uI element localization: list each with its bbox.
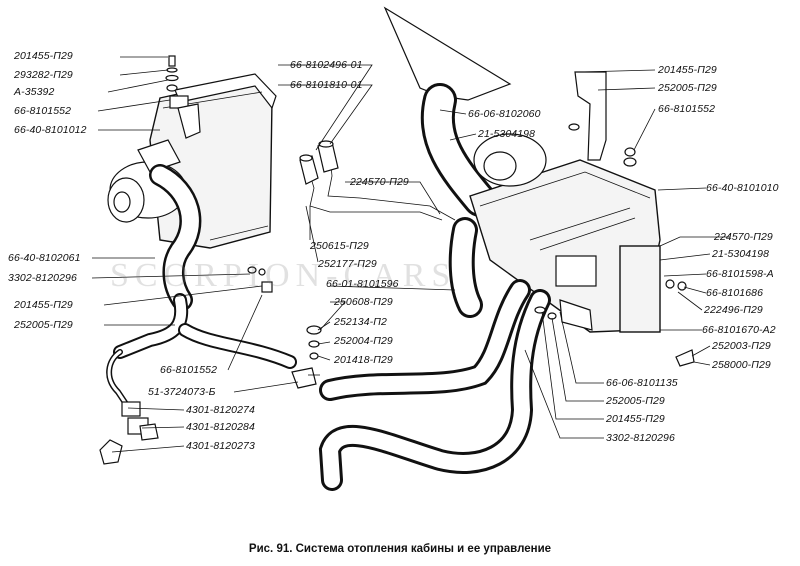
label-201455-p29-left: 201455-П29 [14,299,73,311]
label-4301-8120274: 4301-8120274 [186,404,255,416]
label-3302-8120296-left: 3302-8120296 [8,272,77,284]
label-66-06-8101135: 66-06-8101135 [606,377,678,389]
figure-caption: Рис. 91. Система отопления кабины и ее у… [248,543,552,555]
label-66-8101598-a: 66-8101598-А [706,268,774,280]
label-66-8101670-a2: 66-8101670-А2 [702,324,776,336]
label-224570-p29-right: 224570-П29 [714,231,773,243]
label-224570-p29-center: 224570-П29 [350,176,409,188]
label-21-5304198-right: 21-5304198 [712,248,770,260]
label-222496-p29: 222496-П29 [704,304,763,316]
label-252004-p29: 252004-П29 [334,335,393,347]
label-66-8101552-lower: 66-8101552 [160,364,218,376]
label-66-40-8101010: 66-40-8101010 [706,182,779,194]
label-66-8102496-01: 66-8102496-01 [290,59,363,71]
label-252005-p29-bottom: 252005-П29 [606,395,665,407]
label-252005-p29-right: 252005-П29 [658,82,717,94]
label-201418-p29: 201418-П29 [334,354,393,366]
label-201455-p29-top: 201455-П29 [14,50,73,62]
label-a-35392: А-35392 [14,86,55,98]
label-66-40-8101012: 66-40-8101012 [14,124,87,136]
label-252134-p2: 252134-П2 [334,316,387,328]
label-250615-p29: 250615-П29 [310,240,369,252]
label-250608-p29: 250608-П29 [334,296,393,308]
label-252003-p29: 252003-П29 [712,340,771,352]
label-66-8101810-01: 66-8101810-01 [290,79,363,91]
right-heater-unit [469,71,661,333]
air-duct-funnel [383,6,512,217]
label-66-8101552-right: 66-8101552 [658,103,716,115]
label-21-5304198-center: 21-5304198 [478,128,536,140]
label-3302-8120296-bottom: 3302-8120296 [606,432,675,444]
label-66-8101552-left: 66-8101552 [14,105,72,117]
label-66-01-8101596: 66-01-8101596 [326,278,399,290]
label-66-40-8102061: 66-40-8102061 [8,252,81,264]
label-258000-p29: 258000-П29 [712,359,771,371]
label-201455-p29-right: 201455-П29 [658,64,717,76]
label-51-3724073-b: 51-3724073-Б [148,386,216,398]
control-cables [299,140,456,221]
label-252005-p29-left: 252005-П29 [14,319,73,331]
label-4301-8120284: 4301-8120284 [186,421,255,433]
leader-lines [91,56,730,453]
label-293282-p29: 293282-П29 [14,69,73,81]
center-fasteners [291,325,322,389]
left-fasteners [165,55,273,293]
label-4301-8120273: 4301-8120273 [186,440,255,452]
label-66-8101686: 66-8101686 [706,287,764,299]
label-201455-p29-bottom: 201455-П29 [606,413,665,425]
label-66-06-8102060: 66-06-8102060 [468,108,541,120]
label-252177-p29: 252177-П29 [318,258,377,270]
main-hoses [318,217,695,491]
watermark-text: SCORPION-CARS [110,257,457,294]
